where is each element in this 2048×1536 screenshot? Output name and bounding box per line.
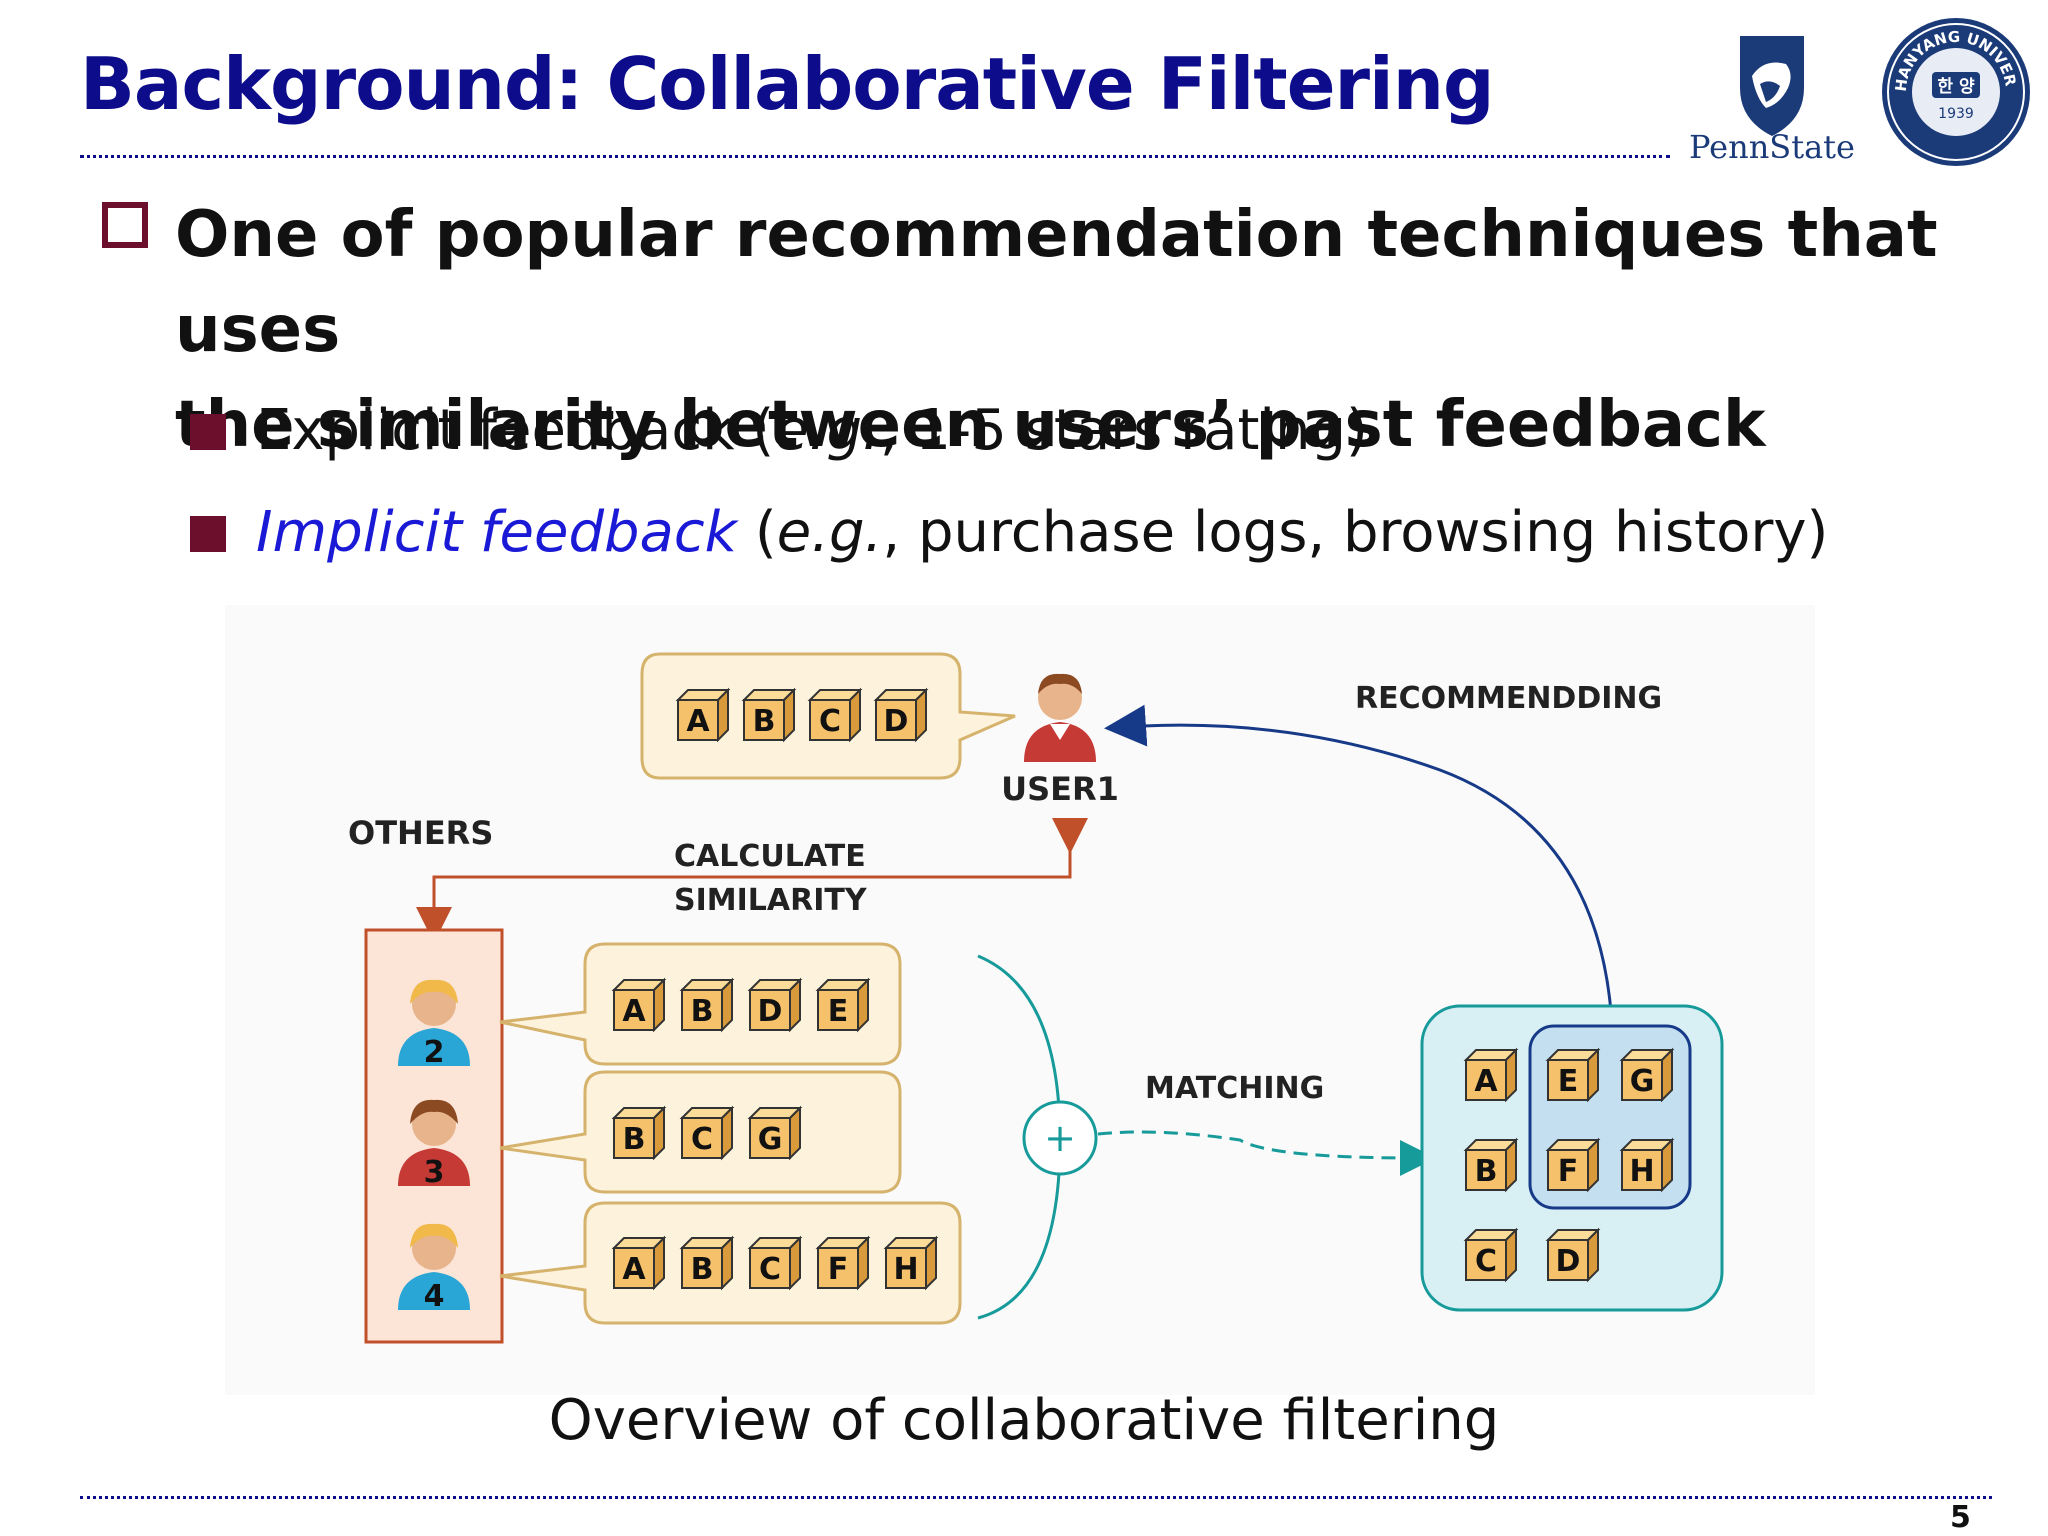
item-cube: A [611,977,667,1033]
item-cube: A [611,1235,667,1291]
item-cube: B [611,1105,667,1161]
other-user-icon: 2 [398,979,470,1070]
pennstate-logo-text: PennState [1689,128,1855,163]
item-cube-label: F [828,1252,849,1287]
main-bullet-text: One of popular recommendation techniques… [175,188,2015,473]
slide-title: Background: Collaborative Filtering [80,42,1495,126]
item-cube: F [815,1235,871,1291]
item-cube: E [1545,1047,1601,1103]
item-cube: E [815,977,871,1033]
sub-bullet-implicit-suffix: , purchase logs, browsing history) [882,500,1829,565]
item-cube: F [1545,1137,1601,1193]
matching-arrow [1097,1130,1436,1176]
sub-bullet-explicit-eg: e.g. [774,398,880,463]
other-user-number: 4 [424,1279,445,1314]
other-user-number: 3 [424,1155,445,1190]
item-cube-label: A [1474,1064,1498,1099]
hanyang-seal: HANYANG UNIVERSITY 한 양 1939 [1874,2,2032,168]
item-cube-label: B [691,1252,714,1287]
item-cube: D [873,687,929,743]
item-cube-label: A [622,994,646,1029]
item-cube-label: H [1629,1154,1654,1189]
title-divider [80,155,1670,158]
item-cube: G [1619,1047,1675,1103]
footer-divider [80,1496,1992,1499]
item-cube: H [883,1235,939,1291]
user1-speech-bubble: A B C D [640,652,1016,780]
item-cube: A [675,687,731,743]
recommending-arrow [1104,704,1614,1026]
item-cube-label: E [1558,1064,1579,1099]
user1-label: USER1 [1001,770,1119,808]
item-cube: A [1463,1047,1519,1103]
sub-bullet-explicit-suffix: , 1-5 stars rating) [879,398,1368,463]
item-cube: C [1463,1227,1519,1283]
item-cube: D [747,977,803,1033]
sub-bullet-explicit-prefix: Explicit feedback ( [256,398,775,463]
item-cube-label: C [759,1252,781,1287]
item-cube-label: C [691,1122,713,1157]
others-label: OTHERS [348,814,493,852]
item-cube-label: H [893,1252,918,1287]
other-user-icon: 4 [398,1223,470,1314]
pennstate-logo: PennState [1682,28,1862,166]
item-cube: C [679,1105,735,1161]
item-cube-label: G [758,1122,783,1157]
other-user-icon: 3 [398,1099,470,1190]
item-cube-label: B [1475,1154,1498,1189]
item-cube-label: B [691,994,714,1029]
page-number: 5 [1950,1500,1971,1535]
item-cube-label: G [1630,1064,1655,1099]
similarity-arrow [416,818,1088,943]
filled-square-bullet-icon [190,516,226,552]
item-cube-label: C [819,704,841,739]
item-cube-label: B [623,1122,646,1157]
item-cube-label: F [1558,1154,1579,1189]
item-cube-label: C [1475,1244,1497,1279]
item-cube: C [807,687,863,743]
sub-bullet-explicit: Explicit feedback (e.g., 1-5 stars ratin… [256,398,1368,463]
item-cube: B [1463,1137,1519,1193]
item-cube-label: D [884,704,909,739]
item-cube-label: A [686,704,710,739]
item-cube: C [747,1235,803,1291]
main-bullet-line-2: the similarity between users’ past feedb… [175,388,1766,462]
item-cube-label: E [828,994,849,1029]
recommending-label: RECOMMENDDING [1355,681,1662,716]
matching-label: MATCHING [1145,1071,1324,1106]
sub-bullet-implicit-open: ( [737,500,777,565]
implicit-feedback-term: Implicit feedback [256,500,738,565]
sub-bullet-implicit: Implicit feedback (e.g., purchase logs, … [256,500,1828,565]
diagram-caption: Overview of collaborative filtering [548,1388,1500,1453]
filled-square-bullet-icon [190,414,226,450]
seal-year: 1939 [1938,106,1974,122]
item-cube-label: D [1556,1244,1581,1279]
plus-circle-icon [1022,1100,1098,1176]
item-cube-label: A [622,1252,646,1287]
item-cube-label: D [758,994,783,1029]
item-cube: B [741,687,797,743]
user1-person-icon [1024,673,1096,762]
similarity-label: SIMILARITY [674,883,868,918]
calculate-label: CALCULATE [674,839,866,874]
seal-center-text: 한 양 [1937,77,1975,97]
item-cube: H [1619,1137,1675,1193]
main-bullet-line-1: One of popular recommendation techniques… [175,198,1938,367]
item-cube: D [1545,1227,1601,1283]
item-cube-label: B [753,704,776,739]
plus-symbol: + [1044,1116,1076,1160]
other-user-number: 2 [424,1035,445,1070]
item-cube: B [679,977,735,1033]
sub-bullet-implicit-eg: e.g. [776,500,883,565]
item-cube: B [679,1235,735,1291]
hollow-square-bullet-icon [102,202,148,248]
item-cube: G [747,1105,803,1161]
